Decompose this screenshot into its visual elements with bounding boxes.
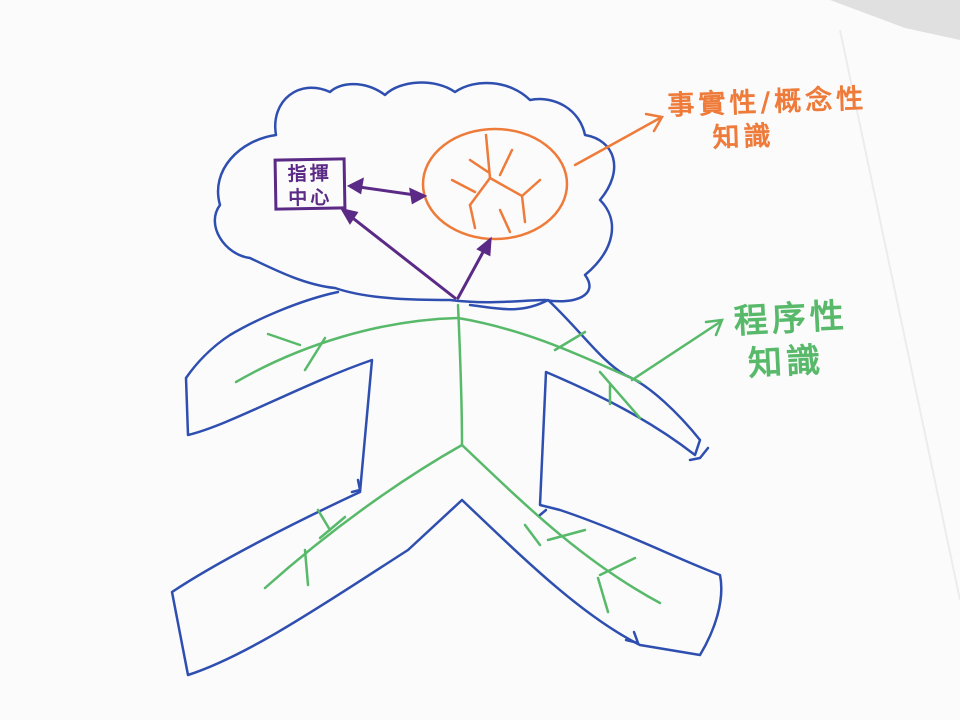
command-center-line2: 中心	[288, 186, 333, 210]
procedural-label-line2: 知識	[747, 339, 826, 384]
paper-crease	[839, 29, 960, 601]
paper-top-shadow	[830, 0, 960, 40]
command-connections	[339, 177, 492, 300]
body-outline	[170, 290, 723, 677]
limb-arrowheads	[350, 446, 710, 645]
nerve-system	[234, 303, 724, 614]
factual-label-line1: 事實性/概念性	[666, 83, 868, 122]
command-center-box: 指揮 中心	[273, 157, 347, 211]
factual-knowledge-label: 事實性/概念性 知識	[667, 83, 869, 157]
factual-label-line2: 知識	[712, 120, 776, 154]
procedural-knowledge-label: 程序性 知識	[733, 295, 851, 386]
factual-arrow	[573, 112, 664, 167]
procedural-label-line1: 程序性	[732, 296, 849, 342]
brain-icon	[421, 127, 569, 241]
command-center-line1: 指揮	[287, 162, 333, 186]
head-outline	[213, 81, 616, 304]
